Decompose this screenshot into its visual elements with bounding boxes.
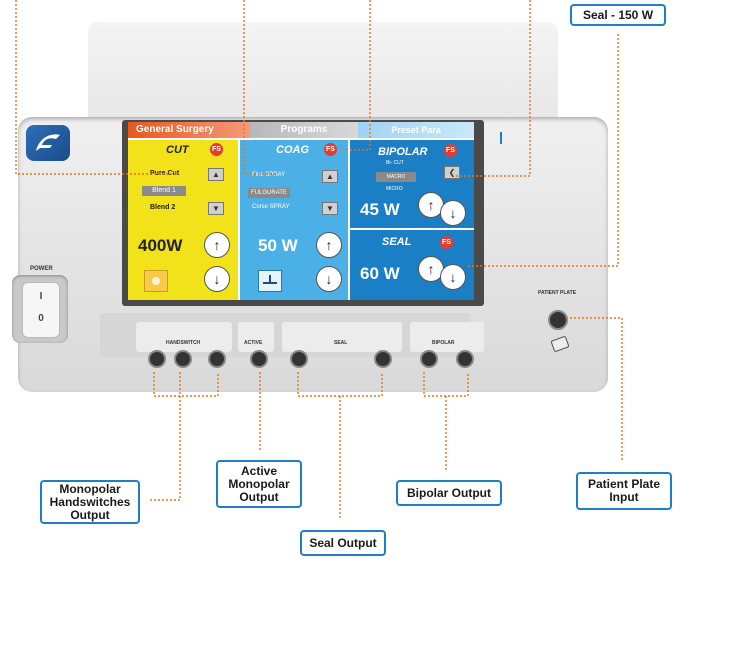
power-off-mark: 0 xyxy=(38,313,44,324)
seal-port-group xyxy=(282,322,402,352)
tab-programs[interactable]: Programs xyxy=(250,122,358,138)
callout-monopolar-handswitches: Monopolar Handswitches Output xyxy=(40,480,140,524)
port-label-seal: SEAL xyxy=(334,340,348,346)
cut-mode-down-button[interactable]: ▼ xyxy=(208,202,224,215)
bipolar-port-group xyxy=(410,322,484,352)
callout-seal-output: Seal Output xyxy=(300,530,386,556)
cut-fs-badge[interactable]: FS xyxy=(210,143,223,156)
seal-power: 60 W xyxy=(360,264,400,283)
cut-mode-up-button[interactable]: ▲ xyxy=(208,168,224,181)
brand-logo xyxy=(26,125,70,161)
seal-power-down-button[interactable]: ↓ xyxy=(440,264,466,290)
bipolar-socket-2[interactable] xyxy=(456,350,474,368)
coag-panel: COAG FS Fine SPRAY FULGURATE Corse SPRAY… xyxy=(240,140,348,300)
callout-active-monopolar: Active Monopolar Output xyxy=(216,460,302,508)
coag-fs-badge[interactable]: FS xyxy=(324,143,337,156)
coag-mode-up-button[interactable]: ▲ xyxy=(322,170,338,183)
power-switch[interactable]: I 0 xyxy=(22,282,60,338)
bipolar-socket-1[interactable] xyxy=(420,350,438,368)
coag-power: 50 W xyxy=(258,236,298,255)
port-label-handswitch: HANDSWITCH xyxy=(166,340,201,346)
cut-title: CUT xyxy=(166,144,189,156)
coag-power-up-button[interactable]: ↑ xyxy=(316,232,342,258)
bipolar-mode-micro[interactable]: MICRO xyxy=(386,186,403,192)
cut-power-up-button[interactable]: ↑ xyxy=(204,232,230,258)
cut-power: 400W xyxy=(138,236,183,255)
seal-power-up-button[interactable]: ↑ xyxy=(418,256,444,282)
indicator-marker xyxy=(500,132,502,144)
bipolar-power: 45 W xyxy=(360,200,400,219)
seal-title: SEAL xyxy=(382,236,412,248)
coag-power-down-button[interactable]: ↓ xyxy=(316,266,342,292)
bipolar-panel: BIPOLAR FS Bi- CUT MACRO MICRO ❮ 45 W ↑ … xyxy=(350,140,474,228)
power-label: POWER xyxy=(30,266,53,272)
cut-power-down-button[interactable]: ↓ xyxy=(204,266,230,292)
cut-mode-pure[interactable]: Pure Cut xyxy=(150,170,180,177)
handswitch-port-group xyxy=(136,322,232,352)
callout-seal-150w: Seal - 150 W xyxy=(570,4,666,26)
coag-mode-corse[interactable]: Corse SPRAY xyxy=(252,204,290,210)
callout-patient-plate: Patient Plate Input xyxy=(576,472,672,510)
seal-panel: SEAL FS 60 W ↑ ↓ xyxy=(350,230,474,300)
cut-mode-blend2[interactable]: Blend 2 xyxy=(150,204,176,211)
handswitch-socket-1[interactable] xyxy=(148,350,166,368)
cut-panel: CUT FS Pure Cut Blend 1 Blend 2 ▲ ▼ 400W… xyxy=(128,140,238,300)
port-label-bipolar: BIPOLAR xyxy=(432,340,455,346)
tab-general-surgery[interactable]: General Surgery xyxy=(128,122,250,138)
callout-bipolar-output: Bipolar Output xyxy=(396,480,502,506)
coag-mode-fine[interactable]: Fine SPRAY xyxy=(252,172,286,178)
coag-title: COAG xyxy=(276,144,309,156)
seal-socket-2[interactable] xyxy=(374,350,392,368)
bipolar-power-up-button[interactable]: ↑ xyxy=(418,192,444,218)
bipolar-mode-macro[interactable]: MACRO xyxy=(376,172,416,182)
touch-screen: General Surgery Programs Preset Para CUT… xyxy=(128,122,474,300)
patient-plate-label: PATIENT PLATE xyxy=(538,290,577,296)
seal-fs-badge[interactable]: FS xyxy=(440,236,453,249)
bipolar-title: BIPOLAR xyxy=(378,146,428,158)
port-label-active: ACTIVE xyxy=(244,340,263,346)
active-port-group xyxy=(238,322,274,352)
power-on-mark: I xyxy=(39,291,43,302)
active-socket[interactable] xyxy=(250,350,268,368)
bipolar-mode-bicut[interactable]: Bi- CUT xyxy=(386,160,404,166)
coag-mode-down-button[interactable]: ▼ xyxy=(322,202,338,215)
cut-mode-blend1[interactable]: Blend 1 xyxy=(142,186,186,196)
tab-preset-para[interactable]: Preset Para xyxy=(358,122,474,138)
seal-socket-1[interactable] xyxy=(290,350,308,368)
bipolar-fs-badge[interactable]: FS xyxy=(444,144,457,157)
handswitch-socket-3[interactable] xyxy=(208,350,226,368)
tab-bar: General Surgery Programs Preset Para xyxy=(128,122,474,138)
bipolar-power-down-button[interactable]: ↓ xyxy=(440,200,466,226)
cut-foot-icon[interactable] xyxy=(144,270,168,292)
coag-foot-icon[interactable] xyxy=(258,270,282,292)
coag-mode-fulgurate[interactable]: FULGURATE xyxy=(248,188,290,198)
handswitch-socket-2[interactable] xyxy=(174,350,192,368)
patient-plate-socket[interactable] xyxy=(548,310,568,330)
